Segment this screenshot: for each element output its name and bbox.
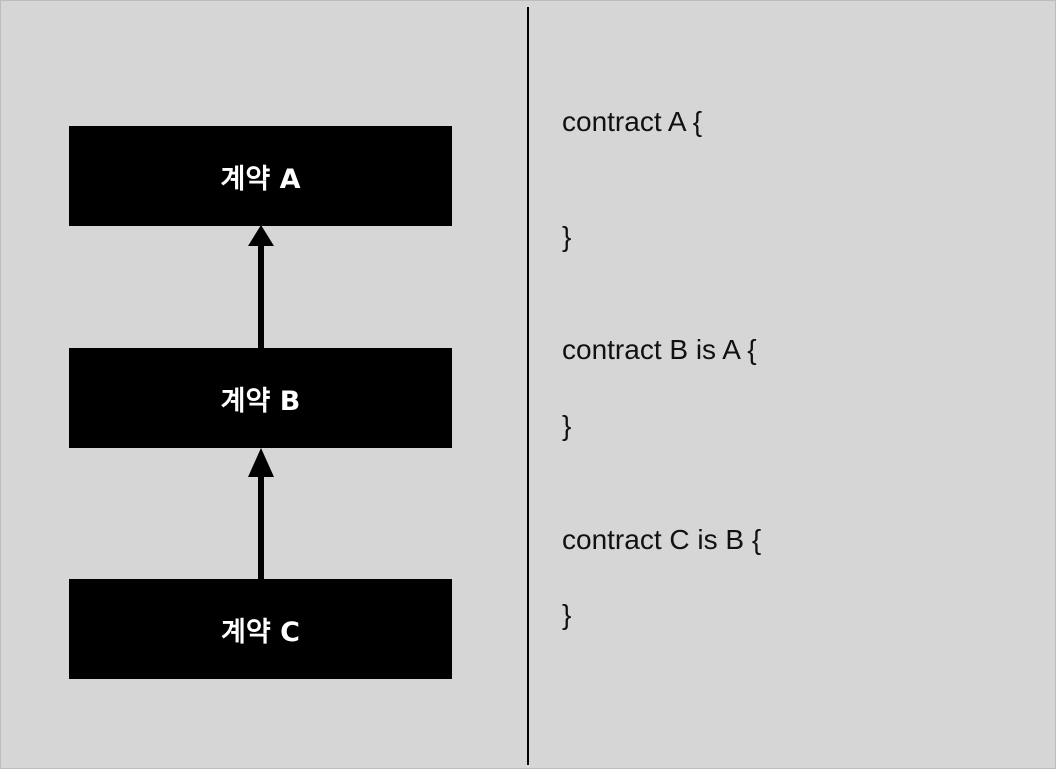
code-line-contract-a: contract A { (562, 106, 703, 137)
contract-c-box: 계약 C (69, 579, 452, 679)
code-line-close-b: } (562, 410, 572, 441)
code-line-close-c: } (562, 599, 572, 630)
code-line-close-a: } (562, 221, 572, 252)
arrow-c-to-b (248, 448, 274, 579)
vertical-divider (527, 7, 529, 765)
arrow-b-to-a (248, 225, 274, 348)
contract-b-label: 계약 B (220, 385, 301, 417)
contract-a-label: 계약 A (220, 163, 301, 195)
contract-b-box: 계약 B (69, 348, 452, 448)
code-line-contract-b: contract B is A { (562, 334, 757, 365)
contract-c-label: 계약 C (221, 616, 300, 648)
contract-a-box: 계약 A (69, 126, 452, 226)
code-line-contract-c: contract C is B { (562, 524, 762, 555)
